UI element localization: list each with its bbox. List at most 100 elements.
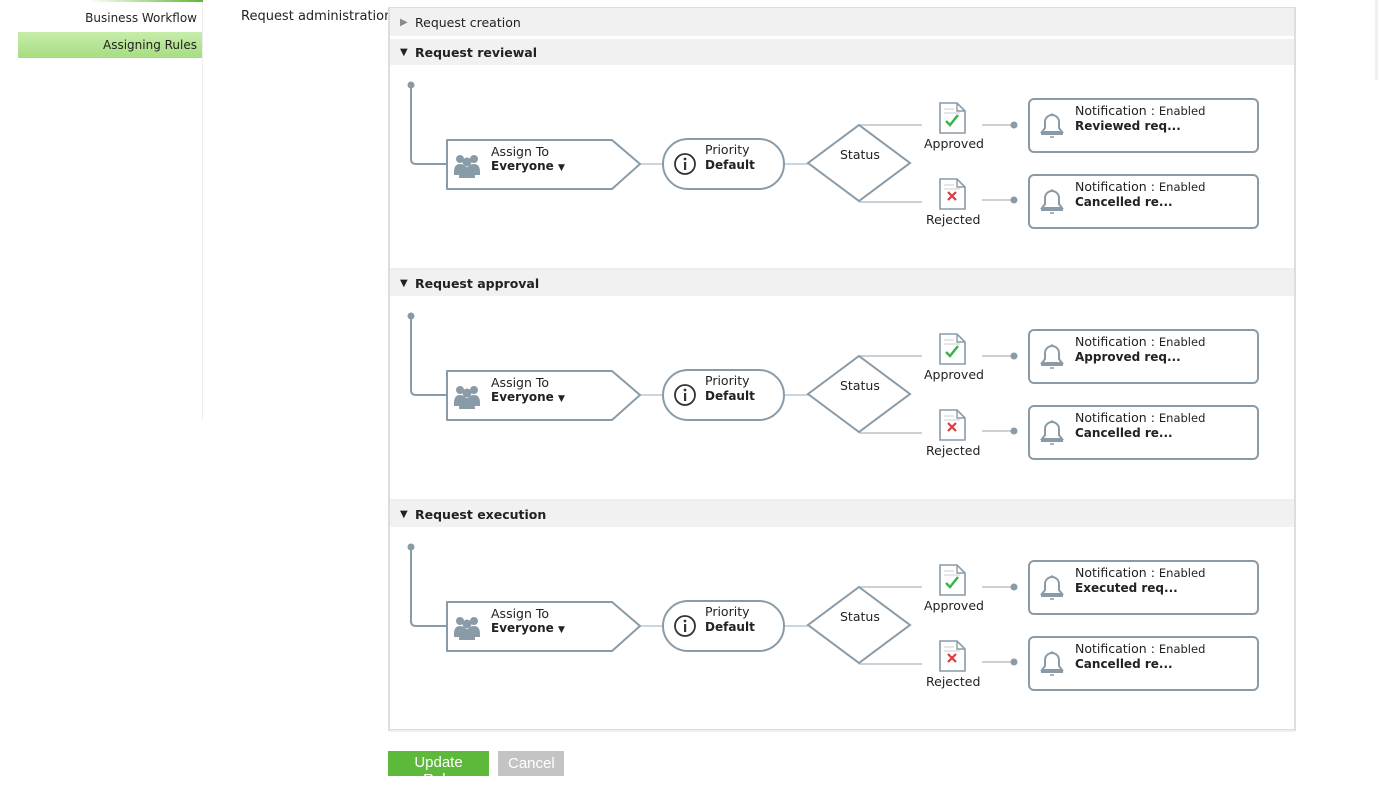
- bell-icon: [1040, 575, 1064, 600]
- bell-icon: [1040, 651, 1064, 676]
- flow-connectors: [407, 543, 1259, 691]
- priority-value[interactable]: Default: [705, 389, 755, 403]
- priority-node-shape: [662, 600, 785, 652]
- info-icon: [674, 384, 696, 406]
- assign-node-shape: [446, 601, 641, 652]
- notification-template: Approved req...: [1075, 350, 1181, 364]
- assign-node-shape: [446, 139, 641, 190]
- workflow-panel: ▶ Request creation ▼ Request reviewal Ass…: [388, 7, 1296, 732]
- priority-value[interactable]: Default: [705, 620, 755, 634]
- rejected-label: Rejected: [926, 443, 981, 458]
- priority-node-shape: [662, 369, 785, 421]
- status-node[interactable]: Status: [840, 147, 880, 162]
- scrollbar[interactable]: [1375, 0, 1378, 80]
- assign-value: Everyone: [491, 390, 554, 404]
- rejected-document-icon: [939, 178, 966, 210]
- stage-header-request-creation[interactable]: ▶ Request creation: [390, 8, 1294, 36]
- caret-right-icon: ▶: [400, 17, 408, 28]
- assign-node-shape: [446, 370, 641, 421]
- stage-header[interactable]: ▼ Request approval: [390, 270, 1294, 296]
- notification-template: Cancelled re...: [1075, 426, 1173, 440]
- approved-document-icon: [939, 102, 966, 134]
- assign-label: Assign To: [491, 375, 550, 390]
- stage-title: Request execution: [415, 507, 547, 522]
- caret-down-icon: ▼: [400, 278, 408, 289]
- notification-state: Enabled: [1158, 566, 1206, 580]
- notification-label: Notification :: [1075, 334, 1155, 349]
- assign-dropdown[interactable]: Everyone ▼: [491, 390, 565, 404]
- section-label: Request administration: [241, 9, 393, 24]
- notification-template: Reviewed req...: [1075, 119, 1181, 133]
- assign-dropdown[interactable]: Everyone ▼: [491, 621, 565, 635]
- notification-state: Enabled: [1158, 180, 1206, 194]
- caret-down-icon: ▼: [400, 509, 408, 520]
- approved-label: Approved: [924, 598, 984, 613]
- notification-template: Cancelled re...: [1075, 195, 1173, 209]
- notification-state: Enabled: [1158, 104, 1206, 118]
- sidebar-top-bar: [88, 0, 203, 2]
- notification-label: Notification :: [1075, 179, 1155, 194]
- stage-title: Request approval: [415, 276, 540, 291]
- notification-label: Notification :: [1075, 565, 1155, 580]
- users-icon: [454, 617, 480, 640]
- approved-label: Approved: [924, 136, 984, 151]
- assign-dropdown[interactable]: Everyone ▼: [491, 159, 565, 173]
- bell-icon: [1040, 344, 1064, 369]
- assign-label: Assign To: [491, 606, 550, 621]
- rejected-document-icon: [939, 640, 966, 672]
- flow-connectors: [407, 312, 1259, 460]
- assign-value: Everyone: [491, 159, 554, 173]
- stage-header[interactable]: ▼ Request execution: [390, 501, 1294, 527]
- update-rule-button[interactable]: Update Rule: [388, 751, 489, 788]
- status-node[interactable]: Status: [840, 378, 880, 393]
- priority-label: Priority: [705, 142, 750, 157]
- caret-down-icon: ▼: [558, 163, 565, 173]
- stage-header[interactable]: ▼ Request reviewal: [390, 39, 1294, 65]
- caret-down-icon: ▼: [400, 47, 408, 58]
- rejected-label: Rejected: [926, 674, 981, 689]
- notification-label: Notification :: [1075, 641, 1155, 656]
- priority-value[interactable]: Default: [705, 158, 755, 172]
- stage-flow: Assign To Everyone ▼ Priority Default St…: [390, 296, 1294, 501]
- approved-document-icon: [939, 564, 966, 596]
- flow-connectors: [407, 81, 1259, 229]
- notification-state: Enabled: [1158, 411, 1206, 425]
- notification-state: Enabled: [1158, 642, 1206, 656]
- notification-label: Notification :: [1075, 410, 1155, 425]
- priority-label: Priority: [705, 373, 750, 388]
- status-diamond: [806, 585, 912, 665]
- sidebar-item-business-workflow[interactable]: Business Workflow: [85, 11, 197, 25]
- users-icon: [454, 155, 480, 178]
- notification-label: Notification :: [1075, 103, 1155, 118]
- notification-template: Cancelled re...: [1075, 657, 1173, 671]
- cancel-button[interactable]: Cancel: [498, 751, 564, 776]
- stage-flow: Assign To Everyone ▼ Priority Default St…: [390, 527, 1294, 732]
- rejected-document-icon: [939, 409, 966, 441]
- info-icon: [674, 153, 696, 175]
- sidebar-item-assigning-rules[interactable]: Assigning Rules: [18, 32, 202, 58]
- assign-label: Assign To: [491, 144, 550, 159]
- rejected-label: Rejected: [926, 212, 981, 227]
- assign-value: Everyone: [491, 621, 554, 635]
- bell-icon: [1040, 189, 1064, 214]
- bell-icon: [1040, 113, 1064, 138]
- stage-flow: Assign To Everyone ▼ Priority Default St…: [390, 65, 1294, 270]
- sidebar: Business Workflow Assigning Rules: [18, 0, 203, 420]
- priority-label: Priority: [705, 604, 750, 619]
- status-diamond: [806, 354, 912, 434]
- caret-down-icon: ▼: [558, 394, 565, 404]
- status-node[interactable]: Status: [840, 609, 880, 624]
- notification-template: Executed req...: [1075, 581, 1178, 595]
- notification-state: Enabled: [1158, 335, 1206, 349]
- approved-document-icon: [939, 333, 966, 365]
- caret-down-icon: ▼: [558, 625, 565, 635]
- stage-title: Request reviewal: [415, 45, 538, 60]
- priority-node-shape: [662, 138, 785, 190]
- stage-title: Request creation: [415, 15, 521, 30]
